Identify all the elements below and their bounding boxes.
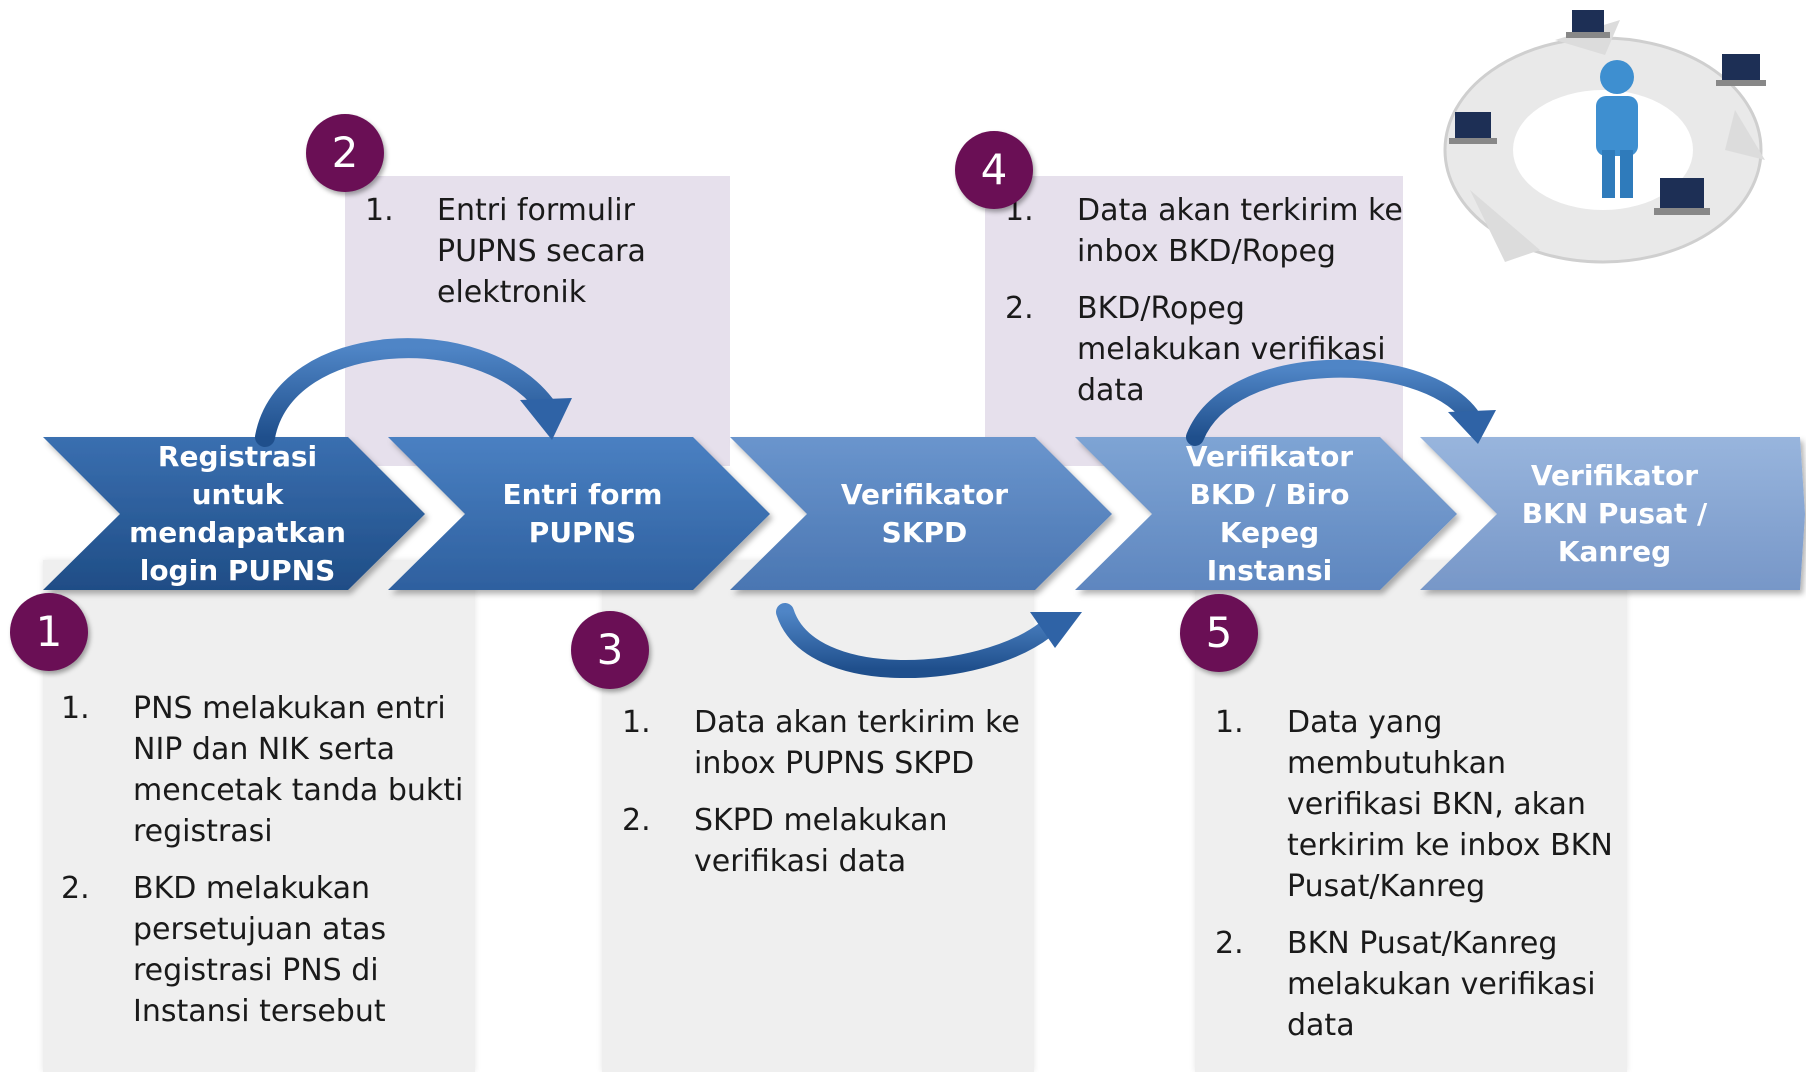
step-1-item: 1. PNS melakukan entri NIP dan NIK serta… [61, 688, 475, 852]
chevron-step-4 [1075, 437, 1457, 590]
step-4-item: 2. BKD/Ropeg melakukan verifikasi data [1005, 288, 1403, 411]
item-text: SKPD melakukan verifikasi data [694, 803, 948, 879]
item-text: BKD melakukan persetujuan atas registras… [133, 871, 387, 1029]
step-4-badge: 4 [955, 131, 1033, 209]
item-text: PNS melakukan entri NIP dan NIK serta me… [133, 691, 464, 849]
item-text: BKN Pusat/Kanreg melakukan verifikasi da… [1287, 926, 1596, 1043]
item-number: 1. [61, 691, 90, 726]
step-4-box: 1. Data akan terkirim ke inbox BKD/Ropeg… [985, 176, 1403, 466]
step-3-item: 2. SKPD melakukan verifikasi data [622, 800, 1034, 882]
item-number: 1. [1215, 705, 1244, 740]
step-2-item: 1. Entri formulir PUPNS secara elektroni… [365, 190, 730, 313]
step-1-item: 2. BKD melakukan persetujuan atas regist… [61, 868, 475, 1032]
item-text: Data akan terkirim ke inbox BKD/Ropeg [1077, 193, 1403, 269]
step-5-label: Verifikator BKN Pusat / Kanreg [1521, 458, 1708, 568]
step-3-badge: 3 [571, 611, 649, 689]
item-text: Data yang membutuhkan verifikasi BKN, ak… [1287, 705, 1613, 904]
step-2-badge: 2 [306, 114, 384, 192]
curved-arrow-1-to-2 [255, 338, 572, 447]
network-users-illustration [1443, 10, 1766, 264]
item-text: Entri formulir PUPNS secara elektronik [437, 193, 646, 310]
step-5-item: 2. BKN Pusat/Kanreg melakukan verifikasi… [1215, 923, 1627, 1046]
item-text: Data akan terkirim ke inbox PUPNS SKPD [694, 705, 1020, 781]
item-number: 2. [1005, 291, 1034, 326]
step-2-label: Entri form PUPNS [502, 477, 663, 549]
item-number: 2. [61, 871, 90, 906]
step-5-box: 1. Data yang membutuhkan verifikasi BKN,… [1195, 560, 1627, 1072]
step-1-badge: 1 [10, 593, 88, 671]
curved-arrow-3-to-4 [776, 603, 1082, 679]
item-number: 1. [622, 705, 651, 740]
step-1-label: Registrasi untuk mendapatkan login PUPNS [129, 439, 346, 587]
step-3-label: Verifikator SKPD [840, 477, 1009, 549]
step-3-item: 1. Data akan terkirim ke inbox PUPNS SKP… [622, 702, 1034, 784]
step-5-badge: 5 [1180, 594, 1258, 672]
item-number: 1. [365, 193, 394, 228]
step-5-item: 1. Data yang membutuhkan verifikasi BKN,… [1215, 702, 1627, 907]
chevron-step-5 [1420, 437, 1805, 590]
item-number: 2. [1215, 926, 1244, 961]
step-4-label: Verifikator BKD / Biro Kepeg Instansi [1185, 439, 1354, 587]
chevron-step-2 [388, 437, 770, 590]
step-1-box: 1. PNS melakukan entri NIP dan NIK serta… [43, 560, 475, 1072]
curved-arrow-4-to-5 [1186, 359, 1496, 446]
item-text: BKD/Ropeg melakukan verifikasi data [1077, 291, 1386, 408]
step-4-item: 1. Data akan terkirim ke inbox BKD/Ropeg [1005, 190, 1403, 272]
chevron-step-3 [730, 437, 1112, 590]
chevron-step-1 [43, 437, 425, 590]
item-number: 2. [622, 803, 651, 838]
